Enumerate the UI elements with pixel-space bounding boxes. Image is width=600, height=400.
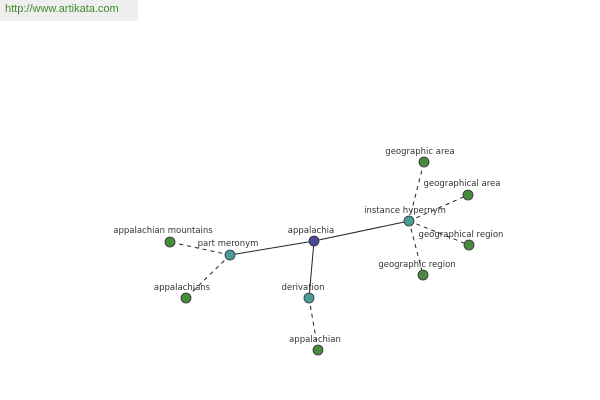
node-appalachian[interactable] xyxy=(312,344,324,356)
edge-instance-hypernym-to-geographical-region xyxy=(408,220,470,246)
edge-derivation-to-appalachian xyxy=(308,297,319,351)
label-instance-hypernym[interactable]: instance hypernym xyxy=(364,206,446,216)
node-geographical-area[interactable] xyxy=(462,189,474,201)
node-geographic-area[interactable] xyxy=(418,156,430,168)
edge-instance-hypernym-to-geographical-area xyxy=(408,194,469,222)
label-geographical-region[interactable]: geographical region xyxy=(419,230,504,240)
label-appalachian-mountains[interactable]: appalachian mountains xyxy=(113,226,213,236)
node-part-meronym[interactable] xyxy=(224,249,236,261)
node-appalachian-mountains[interactable] xyxy=(164,236,176,248)
source-banner: http://www.artikata.com xyxy=(0,0,138,21)
label-layer: appalachia instance hypernym part meronym d… xyxy=(113,147,503,345)
node-geographical-region[interactable] xyxy=(463,239,475,251)
node-derivation[interactable] xyxy=(303,292,315,304)
edge-appalachia-to-instance-hypernym xyxy=(313,220,410,242)
label-geographic-area[interactable]: geographic area xyxy=(385,147,454,157)
node-appalachians[interactable] xyxy=(180,292,192,304)
label-part-meronym[interactable]: part meronym xyxy=(198,239,259,249)
label-appalachians[interactable]: appalachians xyxy=(154,283,211,293)
node-appalachia[interactable] xyxy=(308,235,320,247)
label-geographic-region[interactable]: geographic region xyxy=(378,260,455,270)
node-instance-hypernym[interactable] xyxy=(403,215,415,227)
label-derivation[interactable]: derivation xyxy=(281,283,324,293)
edge-instance-hypernym-to-geographic-area xyxy=(408,161,425,222)
edge-appalachia-to-derivation xyxy=(308,240,315,299)
edge-part-meronym-to-appalachians xyxy=(185,254,231,299)
label-geographical-area[interactable]: geographical area xyxy=(424,179,501,189)
edge-appalachia-to-part-meronym xyxy=(229,240,315,256)
node-layer xyxy=(164,156,475,356)
edge-part-meronym-to-appalachian-mountains xyxy=(169,241,231,256)
edge-layer xyxy=(169,161,470,351)
source-link[interactable]: http://www.artikata.com xyxy=(5,3,119,15)
label-appalachia[interactable]: appalachia xyxy=(288,226,334,236)
node-geographic-region[interactable] xyxy=(417,269,429,281)
edge-instance-hypernym-to-geographic-region xyxy=(408,220,424,276)
label-appalachian[interactable]: appalachian xyxy=(289,335,341,345)
